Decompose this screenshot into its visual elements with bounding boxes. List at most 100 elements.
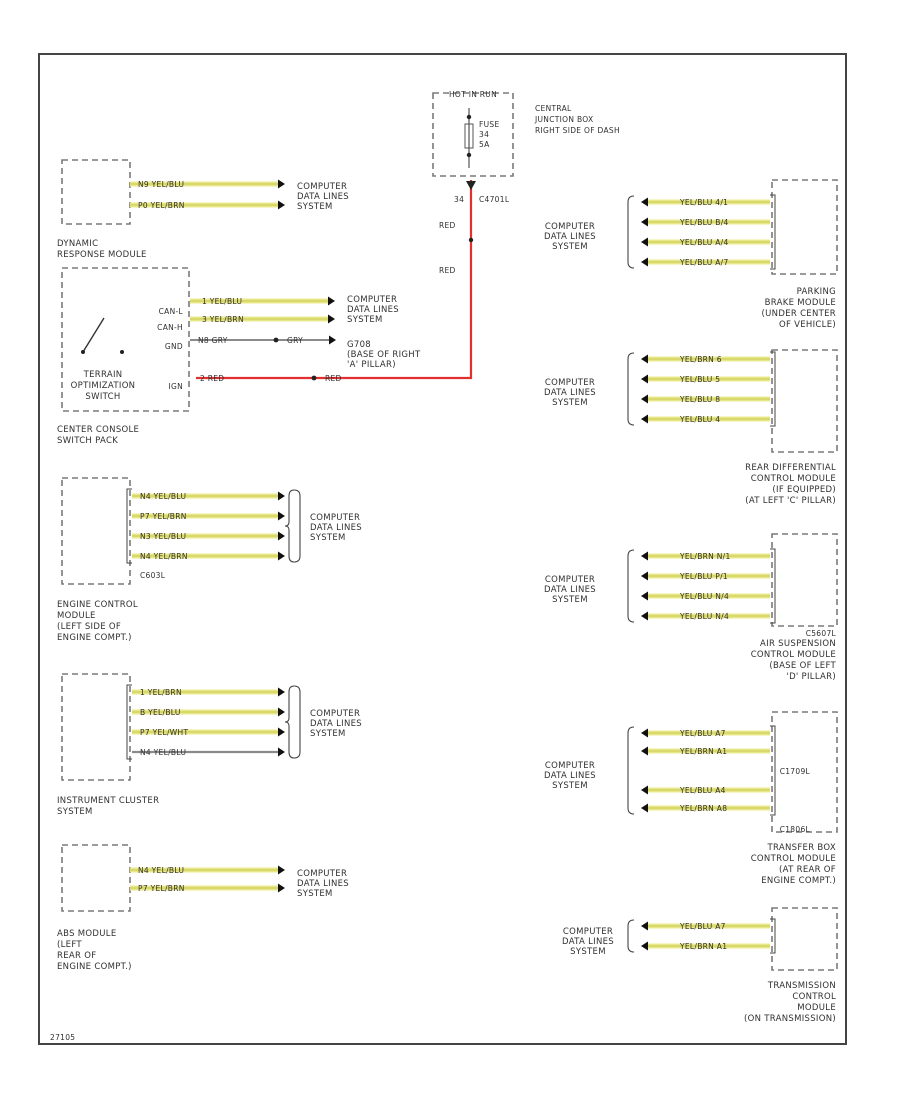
parking-wire-label-0: YEL/BLU 4/1 — [679, 198, 728, 207]
junction-box-header: HOT IN RUN — [449, 90, 497, 99]
dynamic-response-module-box — [61, 159, 131, 225]
air-connector: C5607L — [806, 629, 837, 638]
parking-dest-bracket — [627, 195, 635, 269]
fuse-pin: 34 — [454, 195, 464, 204]
air-arrow-1 — [641, 571, 648, 581]
parking-wire-label-3: YEL/BLU A/7 — [679, 258, 729, 267]
switch-pivot — [81, 350, 85, 354]
switch-pin-1: CAN-H — [157, 323, 183, 332]
gnd-wire-label-b: GRY — [287, 336, 303, 345]
air-arrow-0 — [641, 551, 648, 561]
gnd-splice-dot — [273, 337, 279, 343]
rdcm-wire-label-2: YEL/BLU 8 — [679, 395, 720, 404]
console-wire-label-1: 3 YEL/BRN — [202, 315, 244, 324]
tcm-wire-label-1: YEL/BRN A1 — [679, 942, 727, 951]
air-module-box — [771, 533, 838, 627]
ecm-module-box — [61, 477, 131, 585]
rdcm-arrow-2 — [641, 394, 648, 404]
ecm-arrow-2 — [278, 531, 285, 541]
rdcm-wire-label-1: YEL/BLU 5 — [679, 375, 720, 384]
rdcm-connector-bracket — [770, 351, 776, 427]
abs-arrow-0 — [278, 865, 285, 875]
parking-arrow-1 — [641, 217, 648, 227]
abs-arrow-1 — [278, 883, 285, 893]
ecm-connector-bracket — [126, 488, 132, 564]
cluster-module-box — [61, 673, 131, 781]
cluster-connector-bracket — [126, 684, 132, 760]
abs-module-box — [61, 844, 131, 912]
red-splice-dot — [468, 237, 474, 243]
ecm-dest-brace — [284, 489, 295, 563]
switch-pin-0: CAN-L — [159, 307, 184, 316]
rdcm-wire-label-3: YEL/BLU 4 — [679, 415, 720, 424]
junction-box — [432, 92, 514, 177]
transfer-wire-label-1: YEL/BRN A1 — [679, 747, 727, 756]
parking-wire-label-1: YEL/BLU B/4 — [679, 218, 729, 227]
air-wire-label-3: YEL/BLU N/4 — [679, 612, 729, 621]
parking-wire-label-2: YEL/BLU A/4 — [679, 238, 729, 247]
dynamic-arrow-0 — [278, 179, 285, 189]
air-dest-bracket — [627, 549, 635, 623]
air-wire-label-1: YEL/BLU P/1 — [679, 572, 728, 581]
fuse-dot-bottom — [466, 152, 472, 158]
red-label-1: RED — [439, 221, 456, 230]
transfer-wire-label-2: YEL/BLU A4 — [679, 786, 726, 795]
transfer-connector-bracket — [770, 725, 776, 816]
ecm-connector: C603L — [140, 571, 166, 580]
tcm-arrow-1 — [641, 941, 648, 951]
ign-splice-dot — [311, 375, 317, 381]
dynamic-arrow-1 — [278, 200, 285, 210]
air-arrow-3 — [641, 611, 648, 621]
cluster-arrow-1 — [278, 707, 285, 717]
parking-arrow-3 — [641, 257, 648, 267]
console-wire-label-0: 1 YEL/BLU — [202, 297, 242, 306]
cluster-wire-label-2: P7 YEL/WHT — [140, 728, 188, 737]
parking-connector-bracket — [770, 194, 776, 270]
transfer-wire-label-0: YEL/BLU A7 — [679, 729, 726, 738]
ground-point-label: G708(BASE OF RIGHT'A' PILLAR) — [347, 340, 421, 370]
switch-pack-box — [61, 267, 190, 412]
ecm-wire-label-1: P7 YEL/BRN — [140, 512, 187, 521]
parking-arrow-2 — [641, 237, 648, 247]
cluster-wire-label-1: B YEL/BLU — [140, 708, 181, 717]
red-feed-wire — [196, 180, 473, 380]
dynamic-wire-label-1: P0 YEL/BRN — [138, 201, 185, 210]
air-wire-label-2: YEL/BLU N/4 — [679, 592, 729, 601]
red-label-2: RED — [439, 266, 456, 275]
fuse-symbol — [464, 123, 474, 149]
rdcm-arrow-3 — [641, 414, 648, 424]
air-arrow-2 — [641, 591, 648, 601]
gnd-wire-label-a: N8 GRY — [198, 336, 228, 345]
fuse-pin-arrow — [466, 181, 476, 190]
cluster-dest-bracket — [293, 685, 301, 759]
cluster-wire-label-3: N4 YEL/BLU — [140, 748, 186, 757]
ecm-arrow-0 — [278, 491, 285, 501]
rdcm-wire-label-0: YEL/BRN 6 — [679, 355, 722, 364]
tcm-arrow-0 — [641, 921, 648, 931]
ign-wire-label-b: RED — [325, 374, 342, 383]
rdcm-module-box — [771, 349, 838, 453]
rdcm-arrow-1 — [641, 374, 648, 384]
switch-lever — [82, 317, 105, 353]
ecm-wire-label-3: N4 YEL/BRN — [140, 552, 188, 561]
tcm-connector-bracket — [770, 918, 776, 954]
console-arrow-0 — [328, 296, 335, 306]
dynamic-wire-label-0: N9 YEL/BLU — [138, 180, 184, 189]
air-wire-label-0: YEL/BRN N/1 — [679, 552, 731, 561]
switch-contact — [120, 350, 124, 354]
rdcm-arrow-0 — [641, 354, 648, 364]
page-id: 27105 — [50, 1033, 75, 1042]
